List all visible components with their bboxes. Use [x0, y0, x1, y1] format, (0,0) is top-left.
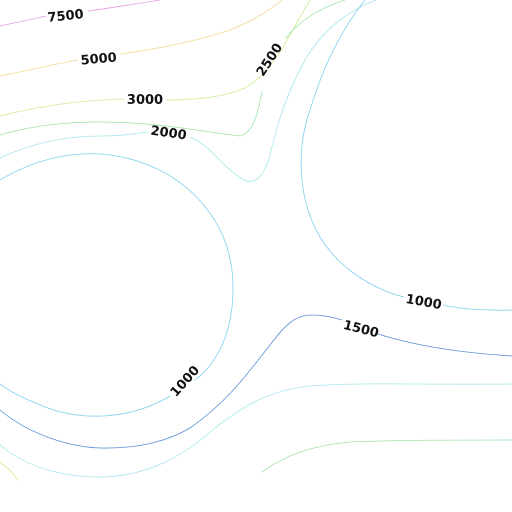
- contour-label-1000-left: 1000: [168, 363, 203, 400]
- contour-line-5000: [0, 0, 283, 77]
- contour-line-2000: [0, 0, 377, 182]
- contour-label-5000: 5000: [80, 50, 117, 68]
- contour-line-3000-lower: [0, 461, 19, 481]
- contour-line-2500: [0, 0, 346, 137]
- contour-label-1000-right: 1000: [404, 292, 442, 313]
- contour-line-1000-right: [300, 0, 512, 311]
- contour-label-2000: 2000: [150, 124, 188, 144]
- contour-line-2500-lower: [261, 439, 512, 473]
- contour-label-2500: 2500: [254, 41, 286, 80]
- contour-label-7500: 7500: [47, 7, 85, 26]
- contour-line-1000-left: [0, 153, 234, 417]
- contour-line-7500: [0, 0, 161, 27]
- contour-line-1500: [0, 314, 512, 449]
- contour-label-3000: 3000: [127, 93, 163, 108]
- contour-label-1500: 1500: [341, 318, 380, 341]
- contour-line-2000-lower: [0, 383, 512, 478]
